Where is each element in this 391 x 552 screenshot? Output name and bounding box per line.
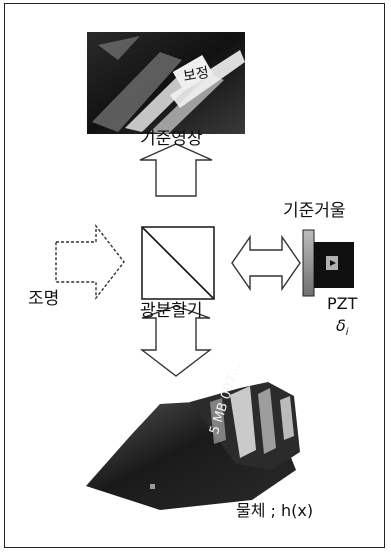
object-label: 물체 ; h(x) (236, 501, 314, 520)
delta-symbol: δ (336, 316, 346, 335)
beam-splitter-icon (141, 226, 215, 300)
diagram-frame (4, 3, 385, 548)
object-photo (86, 382, 300, 510)
reference-image-photo-text: 보정 (182, 65, 210, 85)
illumination-label: 조명 (28, 289, 60, 309)
reference-image-photo: 보정 (87, 32, 245, 134)
mirror-double-arrow-icon (231, 234, 301, 292)
reference-mirror-icon (302, 229, 354, 297)
reference-image-label: 기준영상 (140, 129, 203, 149)
delta-label: δi (336, 318, 349, 338)
object-double-arrow-icon (139, 305, 213, 377)
reference-mirror-label: 기준거울 (283, 201, 346, 221)
up-arrow-icon (139, 143, 213, 197)
delta-subscript: i (345, 327, 349, 339)
pzt-label: PZT (327, 294, 358, 313)
illumination-arrow-icon (55, 223, 125, 301)
beam-splitter-label: 광분할기 (140, 301, 203, 321)
